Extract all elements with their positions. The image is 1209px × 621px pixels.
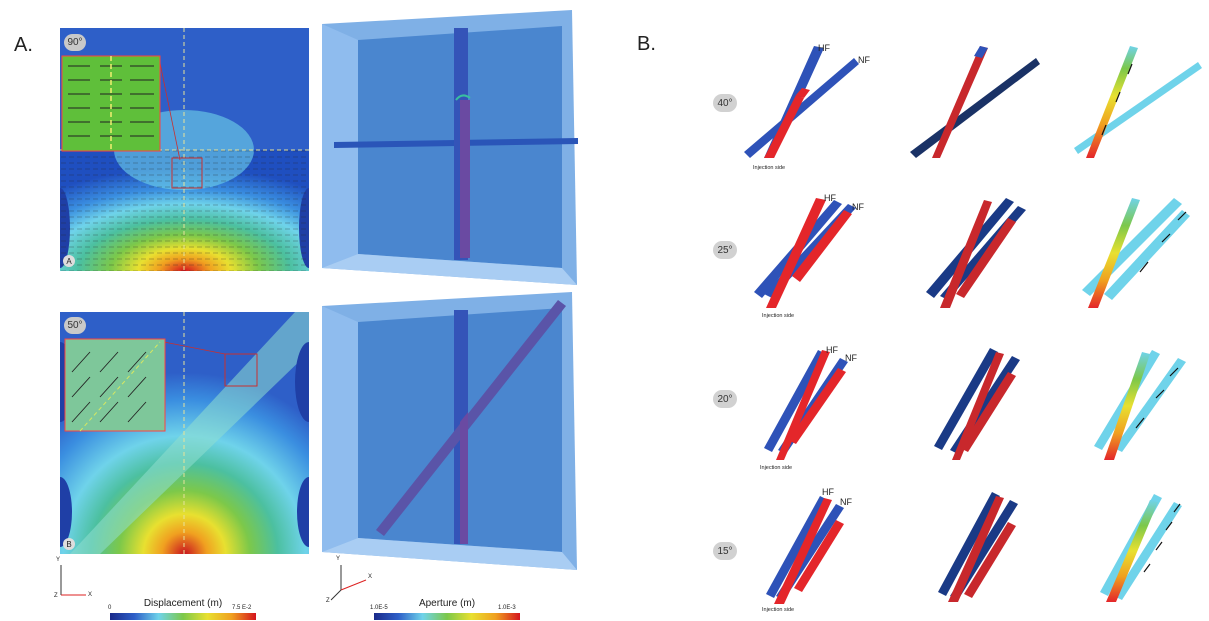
- aperture-colorbar: [374, 613, 520, 620]
- axis-x-right: X: [368, 574, 373, 580]
- marker-a: A: [63, 255, 75, 267]
- fracture-20-col3: [1074, 340, 1209, 475]
- injection-label-20: Injection side: [760, 465, 793, 471]
- aperture-bar-max: 1.0E-3: [498, 605, 516, 611]
- displacement-colorbar: [110, 613, 256, 620]
- axes-triad-right: Y Z X: [326, 556, 386, 608]
- fracture-25-col2: [910, 190, 1050, 320]
- hf-label-25: HF: [824, 193, 836, 203]
- injection-label-25: Injection side: [762, 313, 795, 319]
- fracture-20-col1: [744, 340, 884, 475]
- panel-a-letter: A.: [14, 34, 33, 56]
- hf-label-20: HF: [826, 345, 838, 355]
- hf-label-15: HF: [822, 487, 834, 497]
- axis-y-left: Y: [56, 557, 61, 563]
- axis-x-left: X: [88, 592, 93, 598]
- injection-label-40: Injection side: [753, 165, 786, 171]
- row-angle-15: 15°: [713, 542, 737, 560]
- displacement-bar-title: Displacement (m): [143, 598, 223, 609]
- fracture-15-col1: [744, 490, 884, 620]
- displacement-field-50: [60, 312, 309, 554]
- displacement-bar-max: 7.5 E-2: [232, 605, 252, 611]
- displacement-bar-min: 0: [108, 605, 112, 611]
- displacement-field-90: [60, 28, 309, 271]
- fracture-25-col1: [744, 190, 884, 320]
- nf-label-40: NF: [858, 55, 870, 65]
- fracture-20-col2: [910, 340, 1050, 475]
- aperture-bar-min: 1.0E-5: [370, 605, 388, 611]
- panel-b-letter: B.: [637, 33, 656, 55]
- injection-label-15: Injection side: [762, 607, 795, 613]
- axes-triad-left: Y Z X: [46, 555, 106, 605]
- axis-y-right: Y: [336, 556, 341, 562]
- fracture-40-col2: [910, 40, 1050, 170]
- axis-z-right: Z: [326, 598, 330, 604]
- row-angle-25: 25°: [713, 241, 737, 259]
- marker-b: B: [63, 538, 75, 550]
- nf-label-20: NF: [845, 353, 857, 363]
- row-angle-40: 40°: [713, 94, 737, 112]
- nf-label-15: NF: [840, 497, 852, 507]
- nf-label-25: NF: [852, 202, 864, 212]
- fracture-15-col3: [1074, 490, 1209, 620]
- hf-label-40: HF: [818, 43, 830, 53]
- aperture-3d-90: [322, 10, 582, 285]
- angle-badge-90: 90°: [64, 34, 86, 51]
- aperture-3d-50: [322, 292, 582, 570]
- fracture-15-col2: [910, 490, 1050, 620]
- fracture-25-col3: [1074, 190, 1209, 320]
- angle-badge-50: 50°: [64, 317, 86, 334]
- row-angle-20: 20°: [713, 390, 737, 408]
- fracture-40-col1: [744, 40, 884, 170]
- axis-z-left: Z: [54, 593, 58, 599]
- aperture-bar-title: Aperture (m): [418, 598, 476, 609]
- fracture-40-col3: [1074, 40, 1209, 170]
